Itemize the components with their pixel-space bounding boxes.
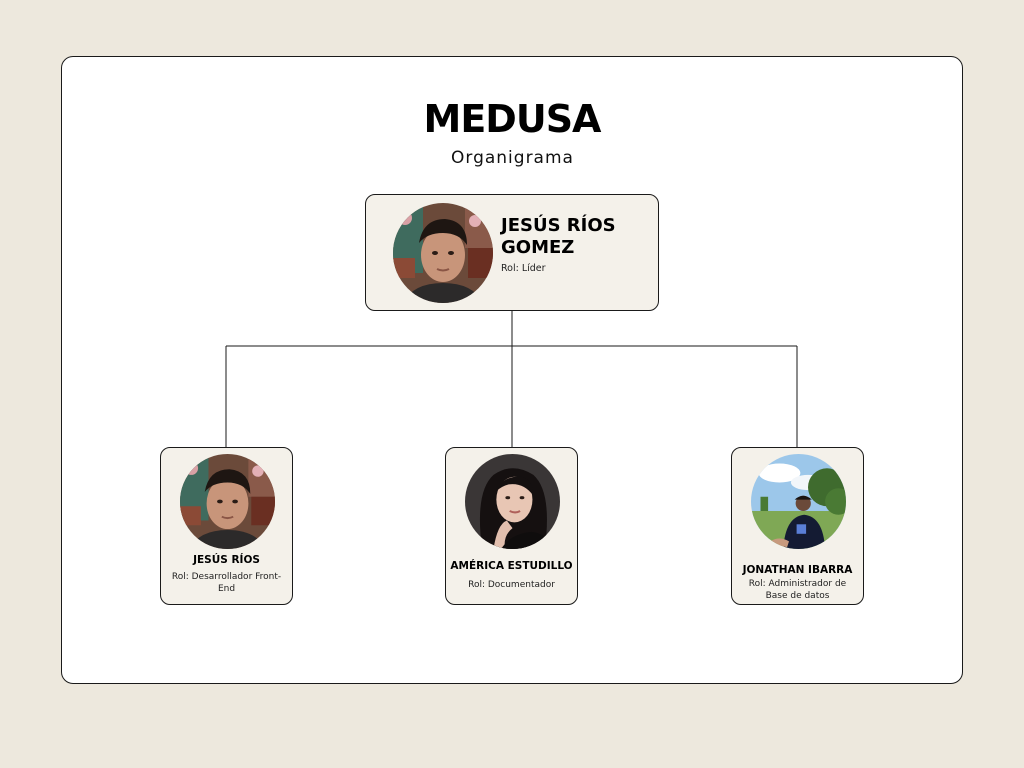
avatar-member [751,454,846,549]
member-role: Rol: Desarrollador Front-End [171,572,282,594]
member-name: JONATHAN IBARRA [742,564,853,576]
member-name: JESÚS RÍOS [193,554,260,566]
member-name: AMÉRICA ESTUDILLO [450,560,573,572]
avatar-member [180,454,275,549]
org-node-member: JONATHAN IBARRA Rol: Administrador de Ba… [731,447,864,605]
org-node-member: AMÉRICA ESTUDILLO Rol: Documentador [445,447,578,605]
avatar-leader [393,203,493,303]
member-role: Rol: Administrador de Base de datos [748,579,847,601]
member-role: Rol: Documentador [468,580,555,590]
page-subtitle: Organigrama [451,148,574,168]
org-node-leader: JESÚS RÍOS GOMEZ Rol: Líder [365,194,659,311]
org-node-member: JESÚS RÍOS Rol: Desarrollador Front-End [160,447,293,605]
leader-name: JESÚS RÍOS GOMEZ [501,215,616,258]
avatar-member [465,454,560,549]
page-title: MEDUSA [423,97,602,141]
leader-role: Rol: Líder [501,263,546,274]
